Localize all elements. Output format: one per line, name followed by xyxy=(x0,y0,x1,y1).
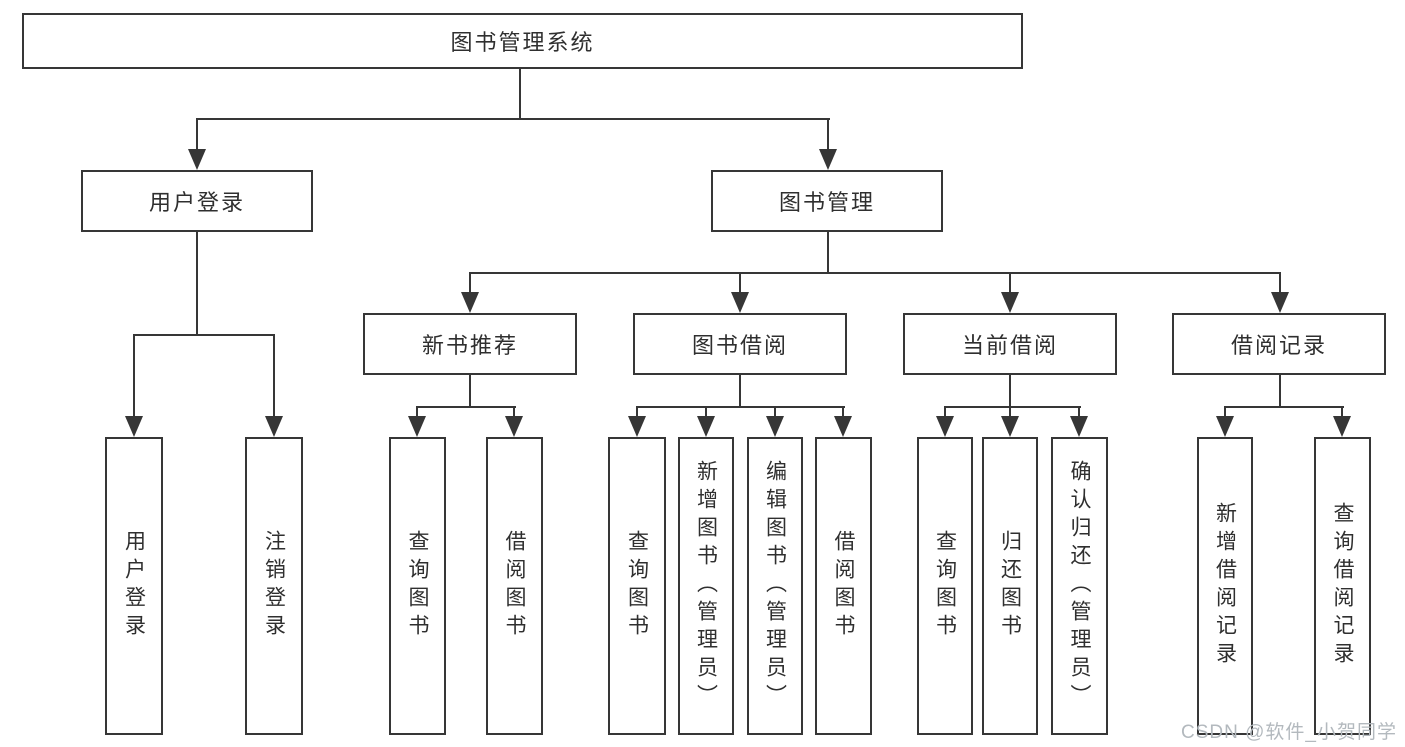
arrow-module3-leaf0 xyxy=(1216,406,1234,437)
connector-module1-branch xyxy=(636,406,845,408)
connector-root-stub xyxy=(519,69,521,119)
arrow-module2-leaf2 xyxy=(1070,406,1088,437)
leaf-label: 查询图书 xyxy=(625,530,649,642)
leaf-label: 注销登录 xyxy=(262,530,286,642)
leaf-label: 查询借阅记录 xyxy=(1331,502,1354,670)
leaf-label: 新增图书（管理员） xyxy=(694,460,718,712)
arrow-module0-leaf1 xyxy=(505,406,523,437)
arrow-to-new-book-recommend xyxy=(461,272,479,313)
connector-module3-stub xyxy=(1279,375,1281,407)
node-leaf-borrow-books-1: 借阅图书 xyxy=(486,437,543,735)
arrow-to-current-borrow xyxy=(1001,272,1019,313)
arrow-module0-leaf0 xyxy=(408,406,426,437)
arrow-to-book-borrow xyxy=(731,272,749,313)
csdn-watermark: CSDN @软件_小贺同学 xyxy=(1181,722,1397,743)
arrow-module3-leaf1 xyxy=(1333,406,1351,437)
arrow-module1-leaf1 xyxy=(697,406,715,437)
leaf-label: 用户登录 xyxy=(122,530,146,642)
leaf-label: 新增借阅记录 xyxy=(1213,502,1237,670)
node-new-book-recommend: 新书推荐 xyxy=(363,313,577,375)
leaf-label: 借阅图书 xyxy=(832,530,855,642)
leaf-label: 编辑图书（管理员） xyxy=(763,460,787,712)
connector-module2-stub xyxy=(1009,375,1011,407)
node-leaf-return-books: 归还图书 xyxy=(982,437,1038,735)
connector-level2-branch xyxy=(196,118,830,120)
node-leaf-user-login: 用户登录 xyxy=(105,437,163,735)
connector-module1-stub xyxy=(739,375,741,407)
connector-user-login-branch xyxy=(133,334,275,336)
node-leaf-confirm-return-admin: 确认归还（管理员） xyxy=(1051,437,1108,735)
node-library-system: 图书管理系统 xyxy=(22,13,1023,69)
node-leaf-query-books-3: 查询图书 xyxy=(917,437,973,735)
connector-module0-stub xyxy=(469,375,471,407)
leaf-label: 查询图书 xyxy=(933,530,957,642)
connector-modules-branch xyxy=(469,272,1281,274)
arrow-module1-leaf2 xyxy=(766,406,784,437)
connector-book-management-stub xyxy=(827,232,829,273)
arrow-to-leaf-logout xyxy=(265,334,283,437)
node-book-borrow: 图书借阅 xyxy=(633,313,847,375)
node-book-borrow-label: 图书借阅 xyxy=(691,333,788,358)
node-book-management-label: 图书管理 xyxy=(778,190,875,215)
node-leaf-query-books-1: 查询图书 xyxy=(389,437,446,735)
node-borrow-records-label: 借阅记录 xyxy=(1230,333,1327,358)
node-borrow-records: 借阅记录 xyxy=(1172,313,1386,375)
connector-module2-branch xyxy=(944,406,1081,408)
arrow-to-book-management xyxy=(819,118,837,170)
leaf-label: 确认归还（管理员） xyxy=(1068,460,1091,712)
node-leaf-edit-books-admin: 编辑图书（管理员） xyxy=(747,437,803,735)
connector-module3-branch xyxy=(1224,406,1344,408)
connector-module0-branch xyxy=(416,406,516,408)
node-leaf-query-books-2: 查询图书 xyxy=(608,437,666,735)
leaf-label: 归还图书 xyxy=(998,530,1022,642)
node-current-borrow: 当前借阅 xyxy=(903,313,1117,375)
arrow-to-user-login xyxy=(188,118,206,170)
node-current-borrow-label: 当前借阅 xyxy=(961,333,1058,358)
node-leaf-borrow-books-2: 借阅图书 xyxy=(815,437,872,735)
node-leaf-logout: 注销登录 xyxy=(245,437,303,735)
arrow-module1-leaf0 xyxy=(628,406,646,437)
node-user-login-label: 用户登录 xyxy=(148,190,245,215)
node-leaf-query-borrow-record: 查询借阅记录 xyxy=(1314,437,1371,735)
arrow-module2-leaf1 xyxy=(1001,406,1019,437)
arrow-module2-leaf0 xyxy=(936,406,954,437)
node-new-book-recommend-label: 新书推荐 xyxy=(421,333,518,358)
node-leaf-add-borrow-record: 新增借阅记录 xyxy=(1197,437,1253,735)
arrow-module1-leaf3 xyxy=(834,406,852,437)
leaf-label: 查询图书 xyxy=(406,530,429,642)
node-library-system-label: 图书管理系统 xyxy=(450,30,595,55)
leaf-label: 借阅图书 xyxy=(503,530,526,642)
node-book-management: 图书管理 xyxy=(711,170,943,232)
arrow-to-leaf-user-login xyxy=(125,334,143,437)
node-leaf-add-books-admin: 新增图书（管理员） xyxy=(678,437,734,735)
node-user-login: 用户登录 xyxy=(81,170,313,232)
connector-user-login-stub xyxy=(196,232,198,335)
arrow-to-borrow-records xyxy=(1271,272,1289,313)
